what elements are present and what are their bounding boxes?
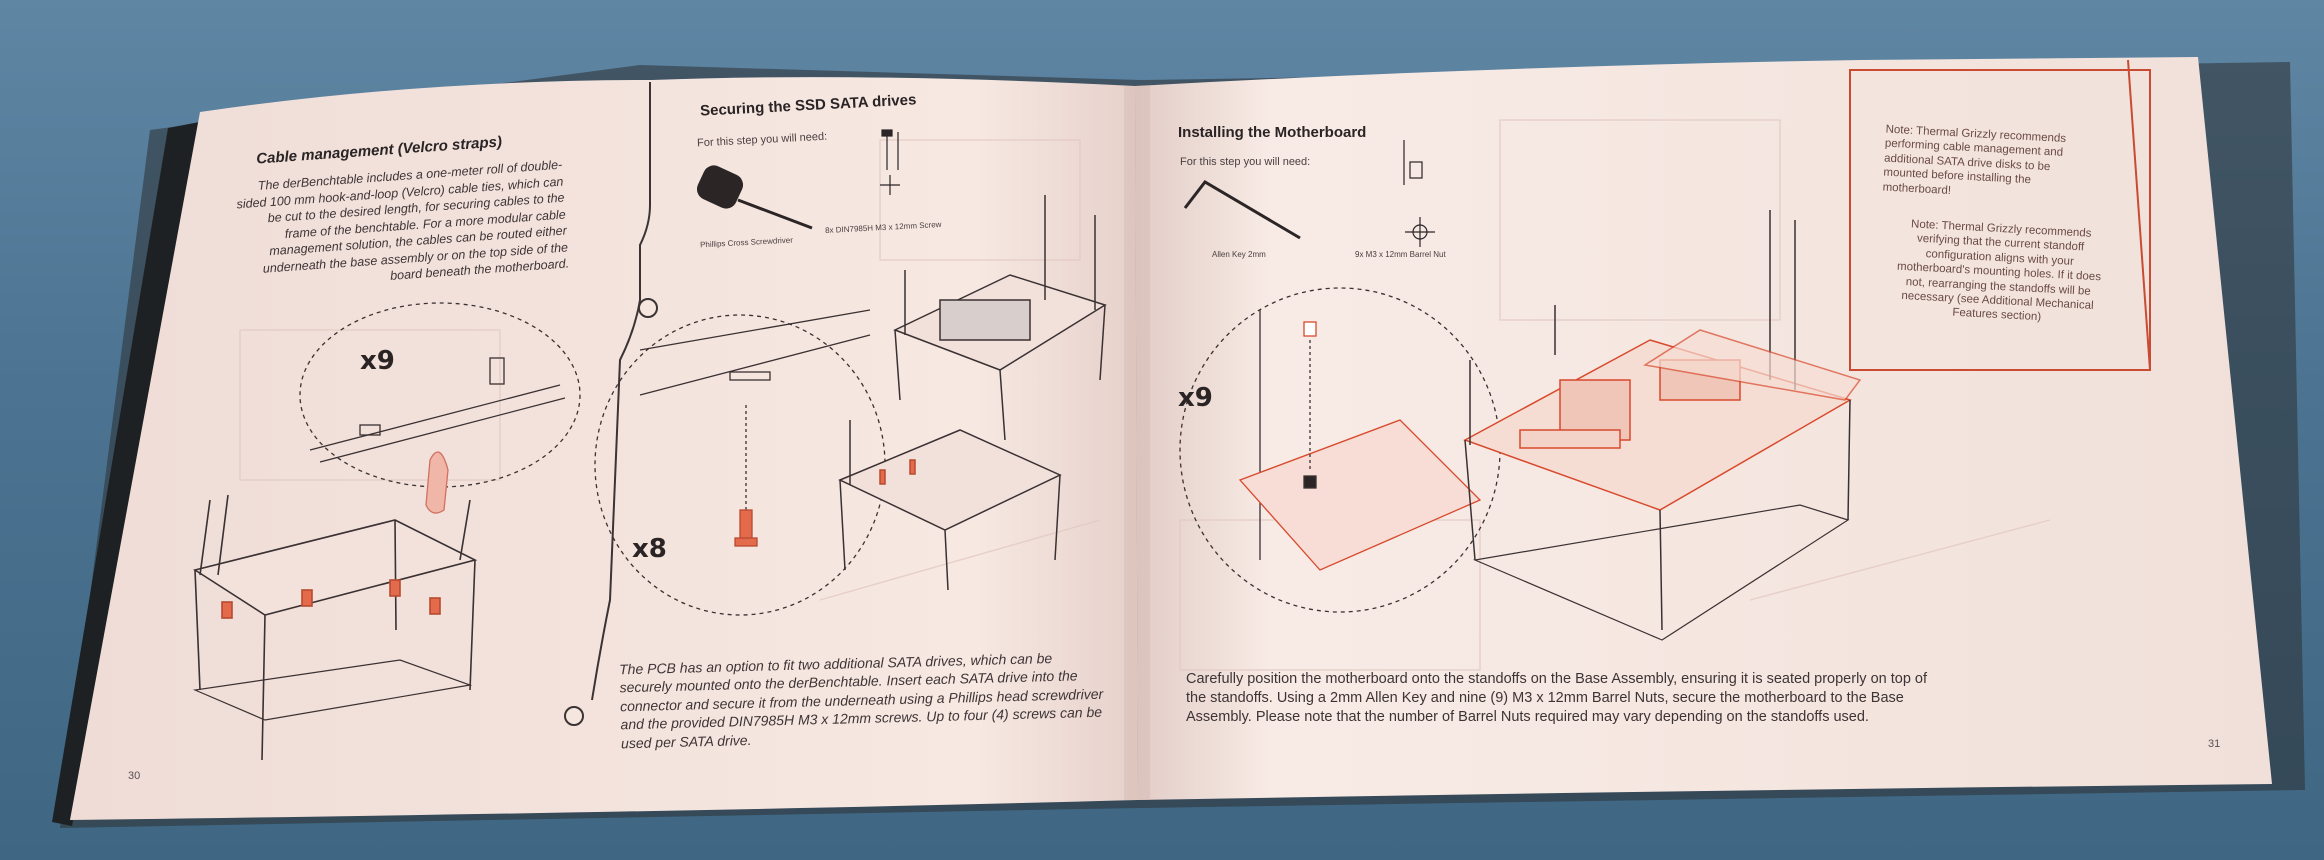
velcro-detail-illustration (299, 302, 581, 514)
motherboard-multiplier-label: x9 (1178, 383, 1213, 413)
sata-frame-upper (893, 195, 1107, 441)
barrel-nut-caption: 9x M3 x 12mm Barrel Nut (1355, 250, 1446, 259)
right-page-number: 31 (2208, 738, 2221, 750)
allen-key-icon (1183, 180, 1301, 240)
divider-line (591, 82, 651, 701)
note-cable-first: Note: Thermal Grizzly recommends perform… (1882, 123, 2067, 197)
cable-management-paragraph: The derBenchtable includes a one-meter r… (236, 157, 570, 283)
motherboard-paragraph: Carefully position the motherboard onto … (1186, 671, 1928, 726)
divider-dot-top (638, 298, 658, 318)
cable-multiplier-label: x9 (360, 346, 395, 376)
note-box (1849, 69, 2151, 371)
divider-dot-bottom (564, 706, 584, 726)
spine-shadow (1124, 86, 1150, 800)
sata-frame-lower (838, 420, 1062, 591)
bench-frame-left (192, 494, 478, 761)
screwdriver-icon (696, 165, 813, 230)
barrel-nut-drawing (1403, 140, 1435, 247)
sata-multiplier-label: x8 (632, 534, 667, 564)
motherboard-heading: Installing the Motherboard (1178, 124, 1367, 141)
left-page (70, 77, 1138, 820)
note-standoff-check: Note: Thermal Grizzly recommends verifyi… (1896, 218, 2102, 324)
motherboard-assembly (1463, 210, 1862, 641)
sata-paragraph: The PCB has an option to fit two additio… (618, 650, 1104, 752)
screw-dimension-drawing (880, 129, 900, 195)
allen-key-caption: Allen Key 2mm (1212, 250, 1266, 259)
left-page-number: 30 (128, 770, 141, 782)
motherboard-need-label: For this step you will need: (1180, 156, 1311, 168)
